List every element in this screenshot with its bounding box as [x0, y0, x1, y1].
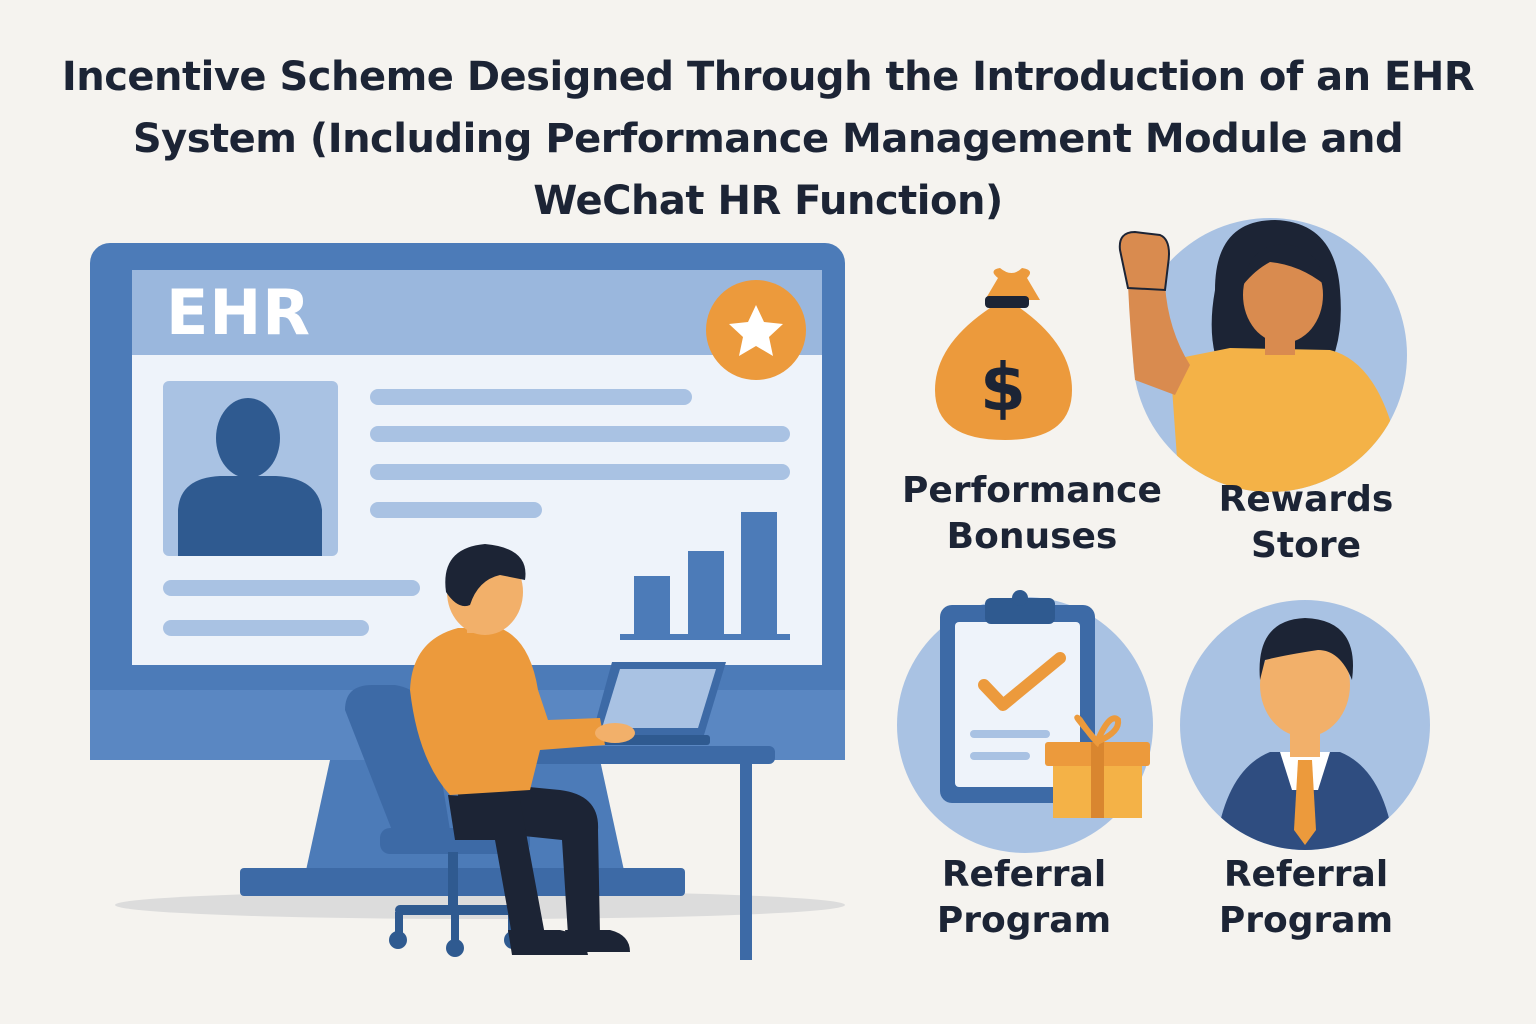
star-badge-icon	[706, 280, 806, 380]
tile-label-line-1: Performance	[902, 470, 1162, 511]
tile-label-referral-program-1: Referral Program	[864, 852, 1184, 944]
person-at-desk-illustration	[410, 544, 635, 955]
money-bag-icon: $	[935, 268, 1072, 440]
desk-illustration	[495, 662, 775, 960]
monitor-base	[240, 868, 685, 896]
tile-label-line-2: Bonuses	[946, 516, 1118, 557]
tile-label-line-1: Referral	[1223, 854, 1389, 895]
title-line-3: WeChat HR Function)	[533, 178, 1003, 224]
mini-bar-chart-icon	[620, 512, 790, 640]
tile-label-performance-bonuses: Performance Bonuses	[872, 468, 1192, 560]
page-title: Incentive Scheme Designed Through the In…	[0, 46, 1536, 232]
profile-text-lines	[163, 389, 790, 636]
tile-label-referral-program-2: Referral Program	[1146, 852, 1466, 944]
businessman-illustration	[1180, 600, 1430, 850]
title-line-1: Incentive Scheme Designed Through the In…	[61, 54, 1475, 100]
tile-label-line-1: Rewards	[1218, 479, 1394, 520]
clipboard-gift-icon	[897, 590, 1153, 853]
tile-label-line-2: Store	[1250, 525, 1362, 566]
tile-label-rewards-store: Rewards Store	[1146, 477, 1466, 569]
profile-avatar-icon	[163, 381, 338, 556]
svg-text:$: $	[980, 349, 1026, 426]
title-line-2: System (Including Performance Management…	[132, 116, 1404, 162]
tile-label-line-2: Program	[936, 900, 1112, 941]
cheering-woman-illustration	[1118, 218, 1407, 492]
ehr-screen-label: EHR	[166, 276, 311, 349]
tile-label-line-2: Program	[1218, 900, 1394, 941]
tile-label-line-1: Referral	[941, 854, 1107, 895]
